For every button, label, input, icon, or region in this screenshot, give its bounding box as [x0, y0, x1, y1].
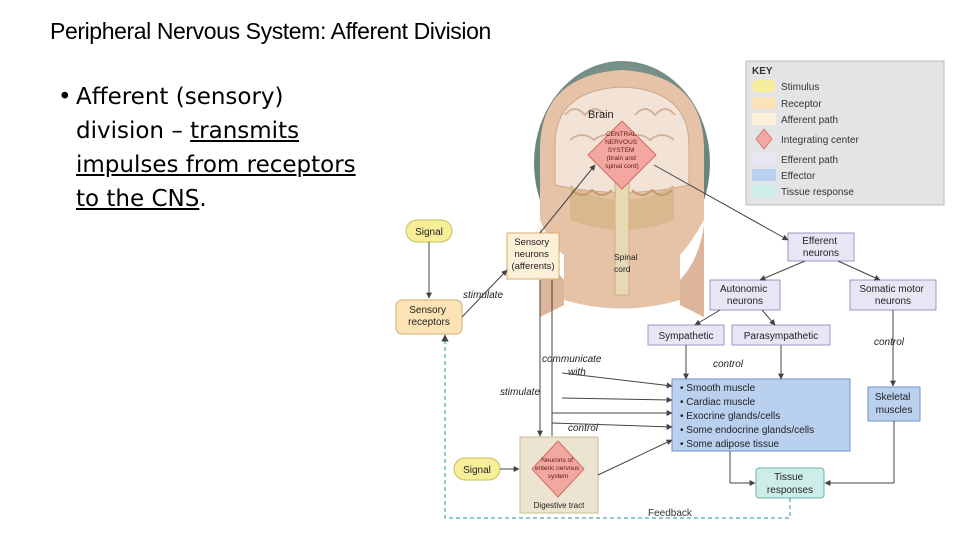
- skeletal-muscles-box: [867, 386, 921, 422]
- effector-item-0: • Smooth muscle: [680, 383, 756, 394]
- enteric-neurons-label: Neurons of enteric nervous system: [535, 457, 581, 480]
- efferent-neurons-label: Efferent neurons: [802, 236, 840, 259]
- control-right-label: control: [874, 337, 905, 348]
- key-swatch-receptor: [752, 97, 776, 109]
- control-low-label: control: [568, 423, 599, 434]
- bullet-trail: .: [199, 186, 207, 212]
- bullet-text: Afferent (sensory) division – transmits …: [58, 80, 378, 216]
- autonomic-neurons-box: [709, 279, 781, 311]
- key-label-afferent-path: Afferent path: [781, 115, 838, 126]
- sensory-receptors-label: Sensory receptors: [408, 305, 450, 328]
- key-swatch-integrating-center: [755, 128, 773, 150]
- sensory-neurons-box: [506, 232, 560, 280]
- bullet-underlined: transmits impulses from receptors to the…: [76, 118, 356, 212]
- signal-bottom-label: Signal: [463, 465, 491, 476]
- key-label-efferent-path: Efferent path: [781, 155, 838, 166]
- control-mid-label: control: [713, 359, 744, 370]
- bullet-lead: Afferent (sensory) division –: [76, 84, 284, 144]
- key-swatch-stimulus: [752, 80, 776, 92]
- effector-item-2: • Exocrine glands/cells: [680, 411, 780, 422]
- feedback-label: Feedback: [648, 508, 693, 519]
- spinal-cord-label: Spinal cord: [614, 252, 640, 274]
- bullet-point: • Afferent (sensory) division – transmit…: [58, 80, 378, 216]
- autonomic-neurons-label: Autonomic neurons: [720, 284, 770, 307]
- afferent-division-diagram: Brain CENTRAL NERVOUS SYSTEM (brain and …: [395, 60, 945, 519]
- somatic-motor-neurons-label: Somatic motor neurons: [859, 284, 926, 307]
- effector-item-4: • Some adipose tissue: [680, 439, 780, 450]
- tissue-responses-label: Tissue responses: [767, 472, 813, 496]
- connection-arrows: [426, 164, 896, 486]
- skeletal-muscles-label: Skeletal muscles: [875, 392, 913, 416]
- cns-label: CENTRAL NERVOUS SYSTEM (brain and spinal…: [605, 131, 639, 170]
- key-swatch-effector: [752, 169, 776, 181]
- bullet-symbol: •: [58, 84, 72, 110]
- brain-label: Brain: [588, 109, 614, 121]
- efferent-neurons-box: [787, 232, 855, 262]
- cns-integrating-center: [587, 120, 657, 190]
- key-label-integrating-center: Integrating center: [781, 135, 859, 146]
- key-label-stimulus: Stimulus: [781, 82, 819, 93]
- sympathetic-label: Sympathetic: [658, 331, 713, 342]
- feedback-loop: [441, 334, 791, 519]
- key-swatch-afferent-path: [752, 113, 776, 125]
- key-label-receptor: Receptor: [781, 99, 822, 110]
- effector-item-1: • Cardiac muscle: [680, 397, 756, 408]
- key-swatch-tissue-response: [752, 185, 776, 197]
- enteric-neurons-diamond: [531, 440, 585, 498]
- parasympathetic-label: Parasympathetic: [744, 331, 818, 342]
- communicate-with-label: communicate with: [542, 354, 604, 378]
- digestive-tract-label: Digestive tract: [534, 501, 585, 510]
- effector-item-3: • Some endocrine glands/cells: [680, 425, 814, 436]
- key-label-tissue-response: Tissue response: [781, 187, 854, 198]
- key-title: KEY: [752, 66, 773, 77]
- key-label-effector: Effector: [781, 171, 816, 182]
- key-swatch-efferent-path: [752, 153, 776, 165]
- key-legend: KEY Stimulus Receptor Afferent path Inte…: [745, 60, 945, 206]
- slide-title: Peripheral Nervous System: Afferent Divi…: [50, 18, 491, 44]
- signal-top-label: Signal: [415, 227, 443, 238]
- stimulate-mid-label: stimulate: [500, 387, 540, 398]
- sensory-neurons-label: Sensory neurons (afferents): [511, 237, 554, 272]
